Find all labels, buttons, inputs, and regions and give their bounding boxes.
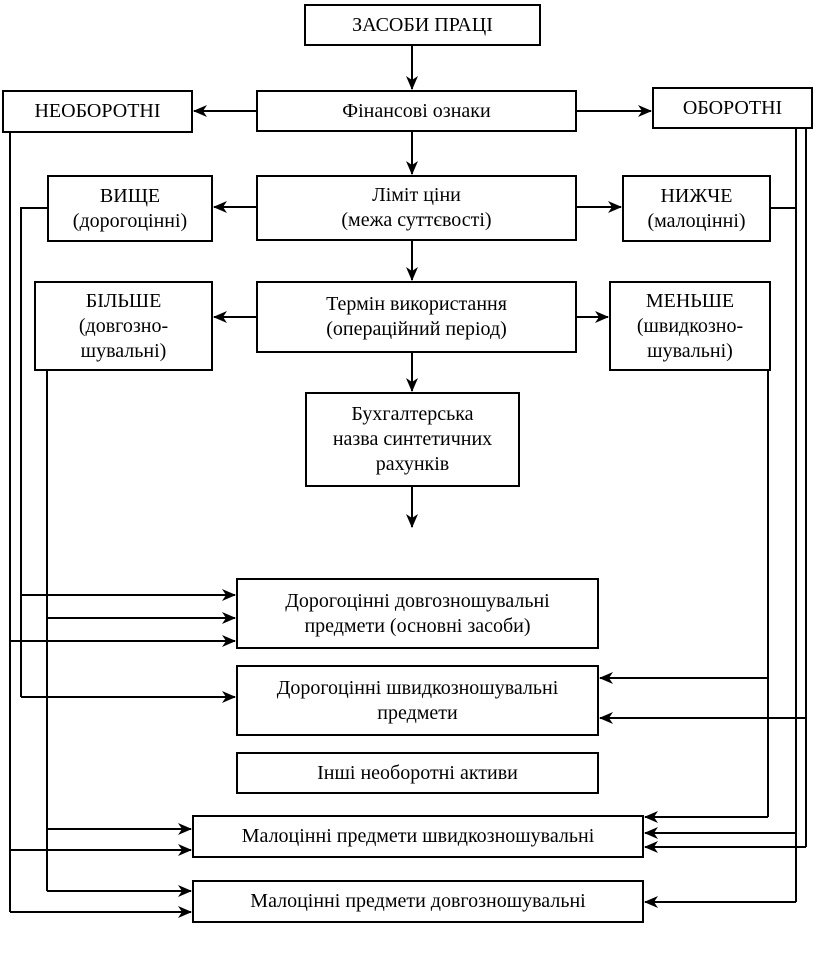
box-root: ЗАСОБИ ПРАЦІ bbox=[304, 4, 541, 46]
box-more-line-1: БІЛЬШЕ bbox=[85, 289, 162, 312]
box-more: БІЛЬШЕ (довгозно- шувальні) bbox=[34, 281, 213, 371]
box-noncurrent: НЕОБОРОТНІ bbox=[2, 90, 193, 133]
box-accounting: Бухгалтерська назва синтетичних рахунків bbox=[305, 392, 520, 487]
box-price-limit-line-2: (межа суттєвості) bbox=[341, 209, 492, 231]
box-less: МЕНЬШЕ (швидкозно- шувальні) bbox=[609, 281, 771, 371]
box-usage-term-line-2: (операційний період) bbox=[326, 318, 507, 340]
line-higher-branch bbox=[20, 207, 47, 697]
box-more-line-3: шувальні) bbox=[80, 339, 167, 362]
box-noncurrent-line: НЕОБОРОТНІ bbox=[34, 100, 161, 122]
box-higher: ВИЩЕ (дорогоцінні) bbox=[47, 175, 213, 242]
box-valuable-short: Дорогоцінні швидкозношувальні предмети bbox=[236, 665, 599, 736]
box-accounting-line-2: назва синтетичних bbox=[332, 428, 493, 450]
box-lowvalue-short-line: Малоцінні предмети швидкозношувальні bbox=[241, 825, 595, 847]
box-lower: НИЖЧЕ (малоцінні) bbox=[622, 175, 771, 242]
box-lower-line-1: НИЖЧЕ bbox=[660, 184, 733, 207]
box-financial-line: Фінансові ознаки bbox=[342, 99, 491, 122]
box-current-line: ОБОРОТНІ bbox=[682, 96, 783, 119]
box-price-limit-line-1: Ліміт ціни bbox=[372, 184, 461, 206]
box-root-line: ЗАСОБИ ПРАЦІ bbox=[352, 13, 493, 36]
box-usage-term-line-1: Термін використання bbox=[326, 293, 507, 315]
box-financial: Фінансові ознаки bbox=[256, 90, 577, 132]
box-less-line-1: МЕНЬШЕ bbox=[645, 289, 735, 312]
box-less-line-2: (швидкозно- bbox=[636, 314, 744, 337]
box-accounting-line-1: Бухгалтерська bbox=[351, 403, 474, 425]
box-other-noncurrent-line: Інші необоротні активи bbox=[317, 761, 518, 784]
box-price-limit: Ліміт ціни (межа суттєвості) bbox=[256, 175, 577, 241]
box-lowvalue-long-line: Малоцінні предмети довгозношувальні bbox=[250, 890, 586, 912]
box-lowvalue-long: Малоцінні предмети довгозношувальні bbox=[192, 880, 644, 923]
box-more-line-2: (довгозно- bbox=[78, 314, 169, 337]
box-valuable-short-line-2: предмети bbox=[377, 701, 458, 724]
box-higher-line-1: ВИЩЕ bbox=[99, 184, 161, 207]
box-valuable-long-line-2: предмети (основні засоби) bbox=[304, 614, 531, 637]
box-current: ОБОРОТНІ bbox=[652, 87, 813, 129]
box-valuable-long-line-1: Дорогоцінні довгозношувальні bbox=[285, 589, 550, 612]
box-valuable-long: Дорогоцінні довгозношувальні предмети (о… bbox=[236, 578, 599, 649]
box-lowvalue-short: Малоцінні предмети швидкозношувальні bbox=[192, 815, 644, 858]
box-accounting-line-3: рахунків bbox=[375, 453, 450, 475]
box-valuable-short-line-1: Дорогоцінні швидкозношувальні bbox=[276, 676, 559, 699]
box-less-line-3: шувальні) bbox=[647, 339, 733, 362]
box-usage-term: Термін використання (операційний період) bbox=[256, 281, 577, 353]
box-other-noncurrent: Інші необоротні активи bbox=[236, 752, 599, 794]
box-higher-line-2: (дорогоцінні) bbox=[72, 209, 188, 232]
box-lower-line-2: (малоцінні) bbox=[647, 209, 746, 232]
